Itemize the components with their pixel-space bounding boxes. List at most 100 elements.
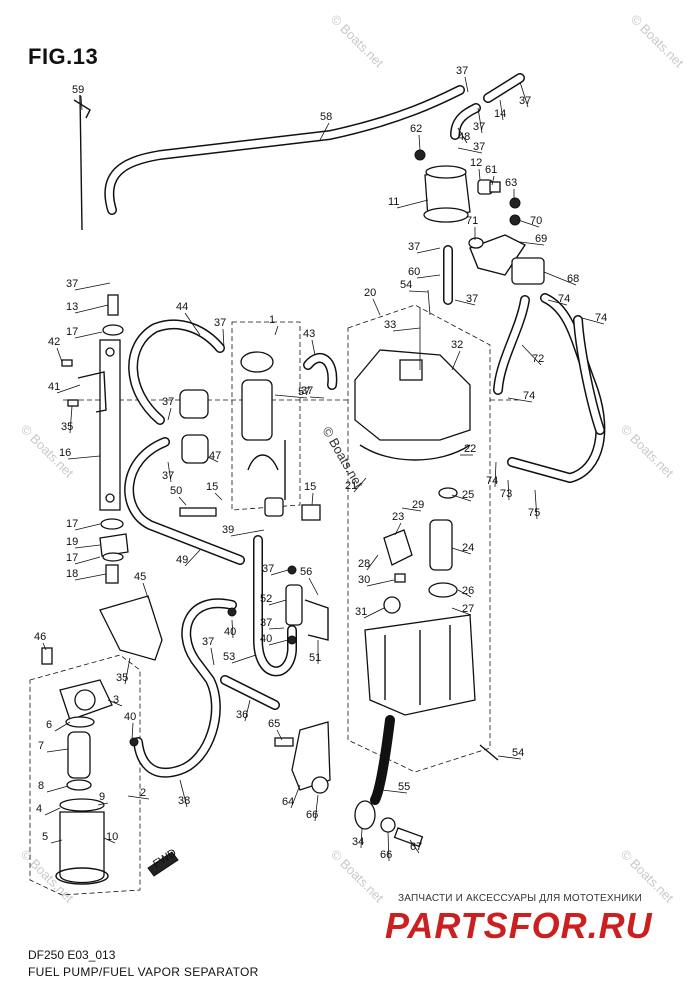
collar-61 — [489, 181, 501, 193]
callout-leader — [353, 477, 367, 493]
cable-tie-59 — [79, 94, 83, 231]
assembly-outlines — [29, 304, 520, 896]
grommet-71 — [468, 237, 484, 249]
callout-number: 37 — [162, 470, 174, 482]
callout-number: 37 — [260, 617, 272, 629]
callout-number: 72 — [532, 353, 544, 365]
callout-number: 35 — [61, 421, 73, 433]
callout-number: 75 — [528, 507, 540, 519]
callout-number: 37 — [202, 636, 214, 648]
callout-number: 33 — [384, 319, 396, 331]
mounting-parts — [274, 721, 499, 848]
hose-58-inner — [105, 86, 464, 214]
callout-number: 61 — [485, 164, 497, 176]
front-direction-marker: FWD — [147, 847, 179, 877]
callout-leader — [74, 573, 107, 581]
callout-number: 10 — [106, 831, 118, 843]
callout-leader — [454, 299, 476, 306]
bolt-70 — [509, 214, 521, 226]
callout-leader — [80, 95, 83, 111]
callout-leader — [230, 529, 265, 537]
callout-leader — [491, 175, 495, 186]
valve-top — [425, 165, 467, 179]
callout-leader — [363, 607, 385, 619]
callout-leader — [56, 347, 63, 363]
callout-number: 17 — [66, 518, 78, 530]
callout-number: 60 — [408, 266, 420, 278]
callout-number: 37 — [408, 241, 420, 253]
fuel-pump-assembly-outline — [231, 321, 301, 511]
watermark-text: © Boats.net — [328, 12, 387, 71]
callout-leader — [309, 396, 325, 399]
washer-17 — [102, 324, 124, 336]
solenoid-68 — [511, 257, 545, 285]
callout-number: 26 — [462, 585, 474, 597]
callout-leader — [231, 654, 257, 664]
watermark-text: © Boats.net — [618, 422, 677, 481]
fitting-13 — [107, 294, 119, 316]
filter-head-port — [74, 689, 96, 711]
cap-25 — [438, 487, 458, 499]
callout-leader — [107, 699, 123, 707]
callout-leader — [103, 837, 116, 844]
callout-number: 2 — [140, 787, 146, 799]
callout-leader — [507, 479, 510, 501]
hose-53-inner — [254, 536, 296, 675]
callout-number: 37 — [301, 385, 313, 397]
callout-number: 43 — [303, 328, 315, 340]
washer-17 — [100, 518, 124, 530]
callout-leader — [270, 569, 289, 576]
callout-number: 74 — [595, 312, 607, 324]
callout-leader — [366, 579, 395, 587]
callout-leader — [464, 76, 469, 93]
gasket-22 — [359, 444, 471, 461]
callout-number: 27 — [462, 603, 474, 615]
bracket-48-strap — [247, 454, 279, 471]
bracket-45 — [99, 595, 163, 661]
hose-75b-inner — [574, 316, 604, 434]
callout-number: 37 — [162, 396, 174, 408]
callout-number: 37 — [262, 563, 274, 575]
screw-30 — [394, 573, 406, 583]
hose-38-inner — [134, 599, 236, 777]
hose-72-inner — [494, 296, 529, 394]
regulator-cluster — [227, 565, 329, 645]
callout-number: 24 — [462, 542, 474, 554]
figure-title: FIG.13 — [28, 44, 99, 69]
callout-leader — [416, 247, 441, 254]
callout-leader — [210, 647, 215, 666]
callout-number: 73 — [500, 488, 512, 500]
callout-number: 48 — [458, 131, 470, 143]
vapor-separator-assembly-20 — [354, 289, 476, 716]
callout-number: 53 — [223, 651, 235, 663]
callout-number: 40 — [224, 626, 236, 638]
callout-number: 67 — [410, 841, 422, 853]
callout-number: 15 — [304, 481, 316, 493]
callout-leader — [394, 522, 402, 536]
callout-number: 41 — [48, 381, 60, 393]
rail-port — [105, 347, 115, 357]
callout-leader — [276, 729, 283, 741]
callout-number: 55 — [398, 781, 410, 793]
callout-number: 65 — [268, 718, 280, 730]
callout-leader — [401, 507, 422, 512]
callout-leader — [451, 547, 472, 555]
grommet-39 — [264, 497, 284, 517]
regulator-52 — [285, 584, 303, 626]
callout-number: 37 — [456, 65, 468, 77]
damper-47 — [181, 434, 209, 464]
callout-number: 17 — [66, 326, 78, 338]
callout-leader — [69, 405, 73, 434]
callout-number: 37 — [66, 278, 78, 290]
callout-number: 6 — [46, 719, 52, 731]
callout-leader — [178, 496, 187, 506]
bolt-54 — [427, 289, 431, 316]
callout-number: 42 — [48, 336, 60, 348]
callout-number: 13 — [66, 301, 78, 313]
callout-leader — [517, 219, 540, 228]
callout-leader — [519, 241, 545, 246]
callout-number: 29 — [412, 499, 424, 511]
sensor-31 — [383, 596, 401, 614]
callout-leader — [184, 549, 201, 567]
callout-number: 70 — [530, 215, 542, 227]
